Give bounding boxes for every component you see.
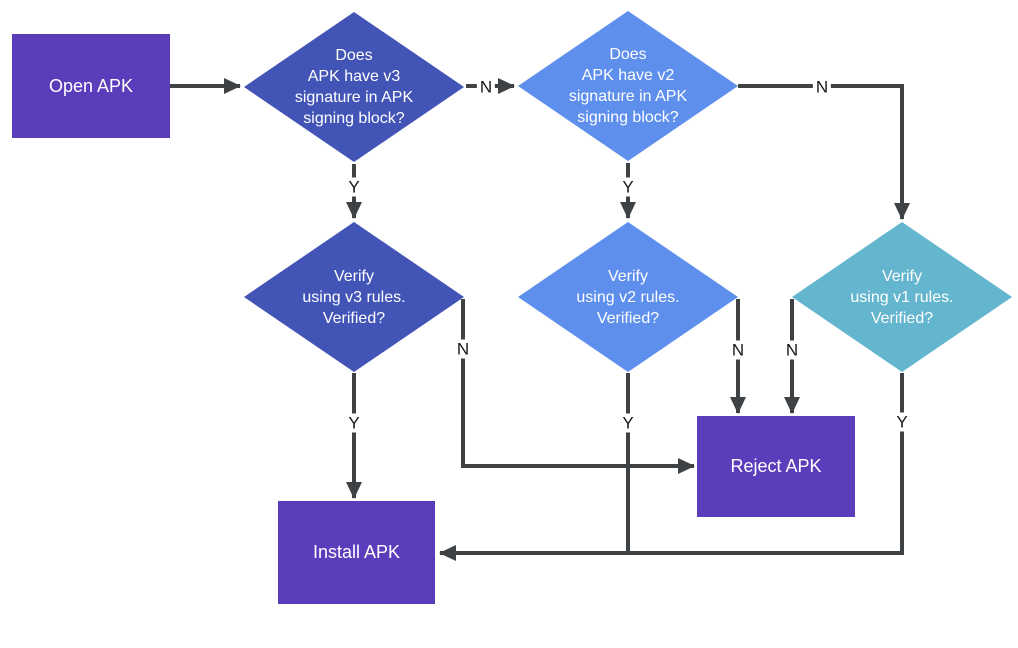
edge-label-verify-v3-yes: Y (345, 413, 363, 433)
node-open-apk: Open APK (12, 34, 170, 138)
node-reject-apk-label: Reject APK (730, 456, 822, 476)
edge-label-verify-v1-yes: Y (893, 412, 911, 432)
node-install-apk: Install APK (278, 501, 435, 604)
decision-verify-v1-label: Verify using v1 rules. Verified? (850, 267, 954, 327)
edge-qv2-no-to-verify-v1 (738, 84, 910, 220)
node-reject-apk: Reject APK (697, 416, 855, 517)
edge-label-verify-v2-no: N (728, 340, 748, 360)
edge-label-verify-v3-no: N (453, 339, 473, 359)
node-open-apk-label: Open APK (48, 75, 134, 96)
edge-label-qv3-no: N (476, 77, 496, 97)
decision-verify-v2-label: Verify using v2 rules. Verified? (576, 267, 680, 327)
decision-v2-signature-label: Does APK have v2 signature in APK signin… (568, 46, 688, 126)
node-install-apk-label: Install APK (312, 542, 401, 562)
decision-verify-v3-label: Verify using v3 rules. Verified? (302, 267, 406, 327)
edge-label-qv2-no: N (812, 77, 832, 97)
edge-label-qv2-yes: Y (619, 177, 637, 197)
decision-v3-signature-label: Does APK have v3 signature in APK signin… (294, 47, 414, 127)
edge-label-verify-v2-yes: Y (619, 413, 637, 433)
edge-label-verify-v1-no: N (782, 340, 802, 360)
edge-label-qv3-yes: Y (345, 177, 363, 197)
edge-verify-v1-yes-to-install (439, 373, 904, 561)
